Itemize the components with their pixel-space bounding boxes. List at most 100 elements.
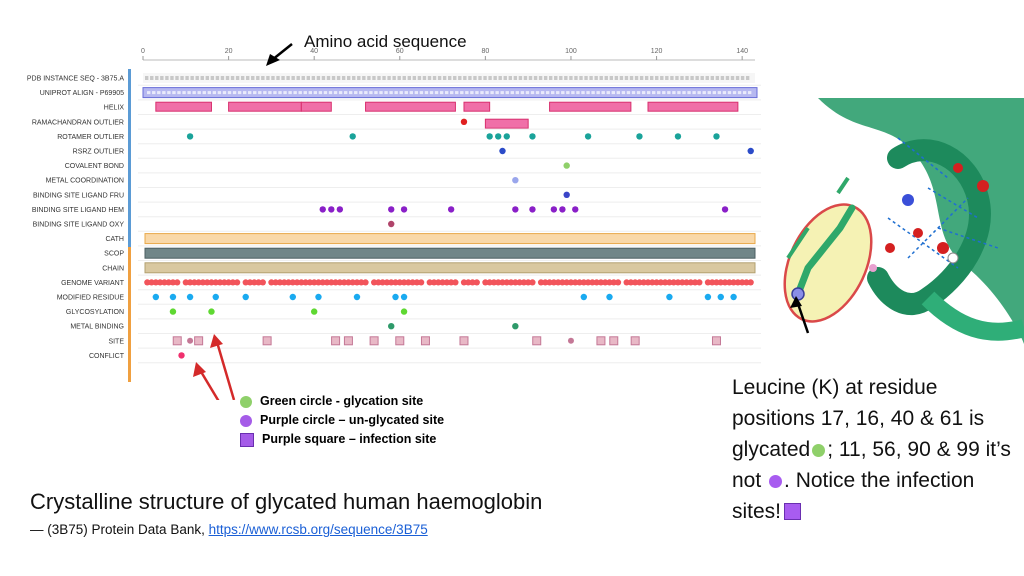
residue-letter [225, 76, 230, 80]
variant-dot [199, 279, 207, 286]
residue-letter [631, 91, 636, 95]
residue-letter [650, 76, 654, 80]
residue-letter [343, 91, 348, 95]
residue-letter [690, 76, 694, 80]
variant-dot [435, 279, 442, 286]
feature-dot [400, 308, 408, 315]
residue-letter [594, 76, 598, 80]
variant-dot [268, 279, 275, 286]
upper-accent-bar [128, 69, 131, 267]
residue-letter [513, 76, 518, 80]
residue-letter [172, 91, 176, 95]
residue-letter [480, 91, 484, 95]
residue-letter [503, 76, 507, 80]
variant-dot [336, 279, 343, 286]
variant-dot [152, 279, 159, 286]
residue-letter [392, 76, 396, 80]
residue-letter [268, 91, 272, 95]
residue-letter [200, 76, 204, 80]
row-label: SCOP [104, 251, 124, 258]
variant-dot [627, 279, 634, 286]
variant-dot [315, 279, 322, 286]
legend-label: Green circle - glycation site [260, 394, 424, 408]
site-square [630, 336, 640, 346]
feature-dot [503, 133, 510, 140]
glycation-note: Leucine (K) at residue positions 17, 16,… [732, 372, 1022, 527]
variant-dot [747, 279, 754, 286]
row-label: METAL COORDINATION [46, 178, 124, 185]
amino-acid-sequence-label: Amino acid sequence [304, 32, 467, 51]
feature-dot [353, 293, 361, 301]
residue-letter [316, 76, 321, 80]
feature-dot [512, 206, 519, 213]
residue-letter [157, 91, 161, 95]
axis-tick-label: 60 [396, 48, 404, 55]
residue-letter [520, 91, 525, 95]
variant-dot [272, 279, 279, 286]
variant-dot [409, 279, 416, 286]
feature-dot [169, 293, 177, 301]
variant-dot [602, 279, 609, 286]
lower-accent-bar [128, 247, 131, 382]
residue-letter [399, 91, 403, 95]
variant-dot [623, 279, 630, 286]
variant-dot [259, 279, 266, 286]
residue-letter [338, 91, 343, 95]
residue-letter [180, 76, 184, 80]
feature-dot [310, 308, 318, 315]
residue-letter [652, 91, 656, 95]
variant-dot [358, 279, 365, 286]
axis-tick-label: 80 [481, 48, 489, 55]
variant-dot [323, 279, 331, 286]
residue-letter [737, 91, 742, 95]
variant-dot [482, 279, 489, 286]
residue-letter [505, 91, 509, 95]
row-label: RAMACHANDRAN OUTLIER [32, 119, 124, 126]
variant-dot [392, 279, 399, 286]
feature-dot [392, 293, 399, 301]
axis-tick-label: 20 [225, 48, 233, 55]
molecule-structure-image [778, 98, 1024, 344]
residue-letter [333, 91, 338, 95]
site-square [609, 336, 619, 346]
source-link[interactable]: https://www.rcsb.org/sequence/3B75 [208, 522, 428, 537]
variant-dot [520, 279, 527, 286]
residue-letter [328, 91, 333, 95]
feature-dot [336, 206, 344, 213]
feature-dot [713, 133, 720, 140]
residue-letter [697, 91, 701, 95]
variant-dot [448, 279, 455, 286]
residue-letter [619, 76, 624, 80]
variant-dot [242, 279, 249, 286]
residue-letter [278, 91, 282, 95]
residue-letter [374, 91, 378, 95]
residue-letter [485, 91, 489, 95]
variant-dot [734, 279, 741, 286]
residue-letter [248, 91, 252, 95]
page-title: Crystalline structure of glycated human … [30, 489, 543, 514]
variant-dot [186, 279, 194, 286]
residue-letter [336, 76, 341, 80]
feature-dot [212, 293, 219, 301]
variant-dot [208, 279, 215, 286]
variant-dot [507, 279, 515, 286]
variant-dot [512, 279, 519, 286]
variant-dot [251, 279, 258, 286]
residue-letter [389, 91, 393, 95]
residue-letter [742, 91, 747, 95]
variant-dot [674, 279, 682, 286]
residue-letter [349, 91, 353, 95]
residue-letter [589, 76, 593, 80]
variant-dot [281, 279, 288, 286]
residue-letter [475, 91, 479, 95]
variant-dot [576, 279, 583, 286]
residue-letter [636, 91, 641, 95]
variant-dot [555, 279, 562, 286]
feature-dot [572, 206, 579, 213]
residue-letter [347, 76, 351, 80]
feature-dot [499, 147, 506, 155]
row-label: UNIPROT ALIGN - P69905 [40, 90, 124, 97]
variant-dot [246, 279, 254, 286]
residue-letter [240, 76, 245, 80]
residue-letter [434, 91, 439, 95]
